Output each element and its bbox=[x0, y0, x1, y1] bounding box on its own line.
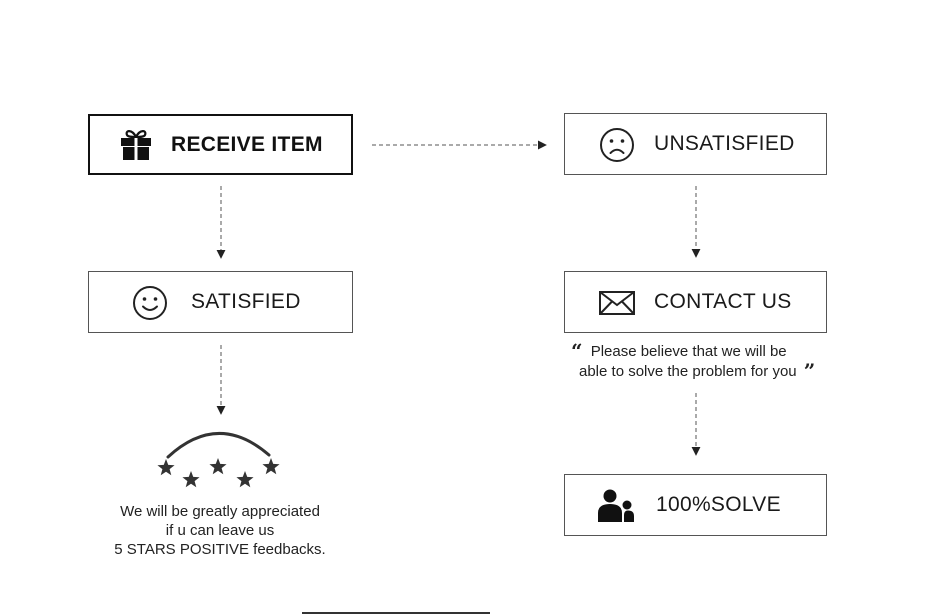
star-icon bbox=[262, 458, 280, 475]
feedback-note: We will be greatly appreciated if u can … bbox=[95, 502, 345, 559]
satisfied-box: SATISFIED bbox=[88, 271, 353, 333]
star-icon bbox=[236, 471, 254, 488]
five-star-rating bbox=[157, 432, 280, 488]
contact-quote: “ Please believe that we will be bbox=[571, 341, 787, 362]
star-icon bbox=[157, 459, 175, 476]
receive-item-label: RECEIVE ITEM bbox=[171, 132, 323, 156]
open-quote-mark: “ bbox=[571, 339, 583, 363]
gift-icon bbox=[121, 130, 151, 160]
solve-box: 100%SOLVE bbox=[564, 474, 827, 536]
receive-item-box: RECEIVE ITEM bbox=[88, 114, 353, 175]
close-quote-mark: ” bbox=[803, 359, 816, 383]
star-icon bbox=[182, 471, 200, 488]
envelope-icon bbox=[599, 291, 635, 315]
quote-line-1: Please believe that we will be bbox=[590, 343, 787, 360]
contact-us-label: CONTACT US bbox=[654, 290, 792, 313]
feedback-note-line-2: if u can leave us bbox=[165, 522, 275, 539]
contact-quote-line-2-wrap: able to solve the problem for you ” bbox=[579, 361, 815, 382]
feedback-note-line-1: We will be greatly appreciated bbox=[120, 503, 320, 520]
unsatisfied-box: UNSATISFIED bbox=[564, 113, 827, 175]
smiley-face-icon bbox=[133, 286, 167, 320]
bottom-divider bbox=[302, 612, 490, 614]
rating-arc bbox=[166, 432, 271, 459]
solve-label: 100%SOLVE bbox=[656, 493, 781, 516]
quote-line-2: able to solve the problem for you bbox=[579, 363, 797, 380]
sad-face-icon bbox=[600, 128, 634, 162]
satisfied-label: SATISFIED bbox=[191, 290, 301, 313]
star-icon bbox=[209, 458, 227, 475]
feedback-note-line-3: 5 STARS POSITIVE feedbacks. bbox=[114, 541, 326, 558]
contact-us-box: CONTACT US bbox=[564, 271, 827, 333]
unsatisfied-label: UNSATISFIED bbox=[654, 132, 795, 155]
people-icon bbox=[598, 489, 634, 522]
